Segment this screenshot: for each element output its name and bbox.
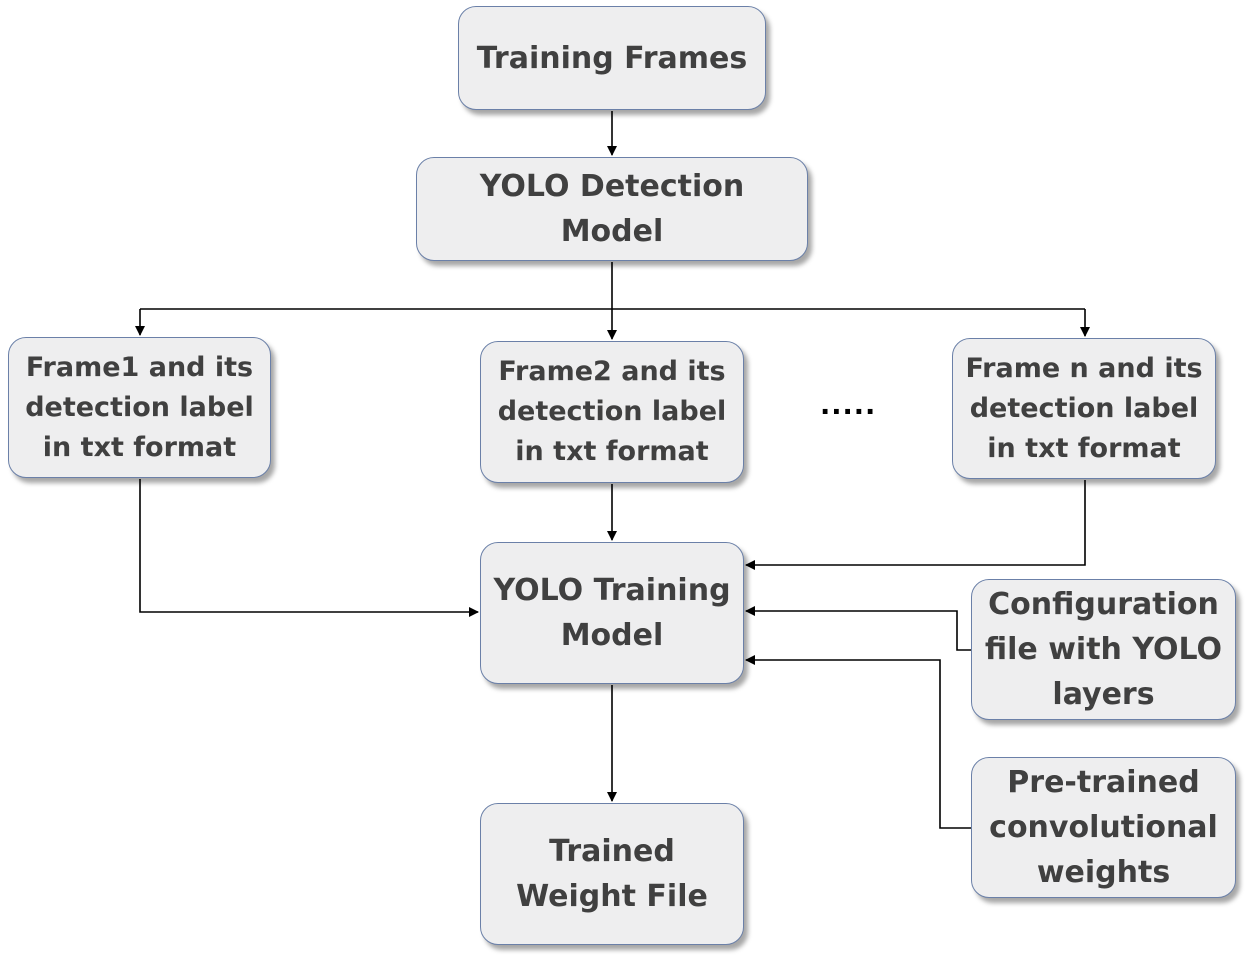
arrow-pretrained-to-training-model	[745, 655, 971, 829]
training-frames-box: Training Frames	[458, 6, 766, 110]
pretrained-weights-box: Pre-trained convolutional weights	[971, 757, 1236, 898]
frame-n-box: Frame n and its detection label in txt f…	[952, 338, 1216, 479]
configuration-file-box: Configuration file with YOLO layers	[971, 579, 1236, 720]
arrow-config-to-training-model	[745, 606, 971, 651]
training-frames-label: Training Frames	[476, 40, 748, 76]
frame-n-label: Frame n and its detection label in txt f…	[965, 352, 1203, 464]
frame1-box: Frame1 and its detection label in txt fo…	[8, 337, 271, 478]
frame1-label: Frame1 and its detection label in txt fo…	[25, 351, 254, 463]
pretrained-weights-label: Pre-trained convolutional weights	[989, 765, 1218, 890]
trained-weight-file-label: Trained Weight File	[516, 834, 708, 914]
yolo-detection-model-box: YOLO Detection Model	[416, 157, 808, 261]
frame2-box: Frame2 and its detection label in txt fo…	[480, 341, 744, 483]
ellipsis-label: .....	[820, 390, 877, 421]
yolo-training-model-box: YOLO Training Model	[480, 542, 744, 684]
configuration-file-label: Configuration file with YOLO layers	[984, 587, 1223, 712]
arrow-frame1-to-training-model	[139, 479, 479, 617]
arrow-frame-n-to-training-model	[745, 480, 1086, 570]
yolo-training-model-label: YOLO Training Model	[493, 573, 731, 653]
frame2-label: Frame2 and its detection label in txt fo…	[497, 356, 727, 467]
trained-weight-file-box: Trained Weight File	[480, 803, 744, 945]
yolo-detection-model-label: YOLO Detection Model	[479, 169, 745, 249]
